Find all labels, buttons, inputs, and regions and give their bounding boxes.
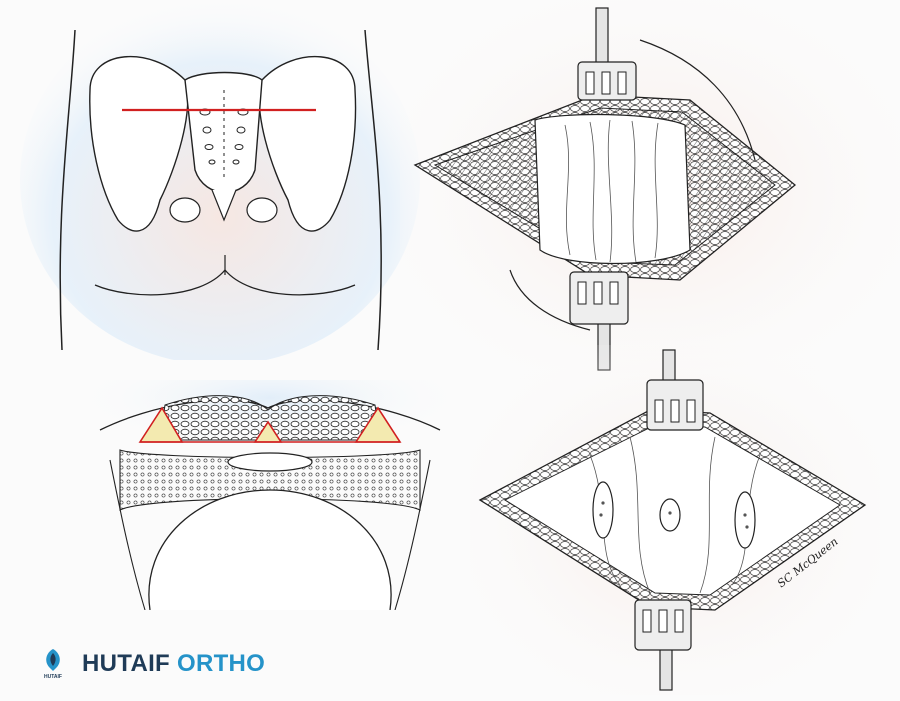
brand-mark-icon: HUTAIF [44, 649, 62, 680]
brand-name: HUTAIF ORTHO [82, 650, 265, 678]
brand-word-2: ORTHO [176, 650, 266, 677]
exposure-fascia-view [400, 0, 900, 380]
brand-word-1: HUTAIF [82, 650, 171, 677]
pelvis-posterior-view [0, 0, 440, 360]
cross-section-view [90, 380, 450, 610]
svg-text:HUTAIF: HUTAIF [44, 674, 62, 680]
brand-logo: HUTAIF HUTAIF ORTHO [40, 644, 265, 684]
graft-harvest-view [470, 345, 880, 695]
